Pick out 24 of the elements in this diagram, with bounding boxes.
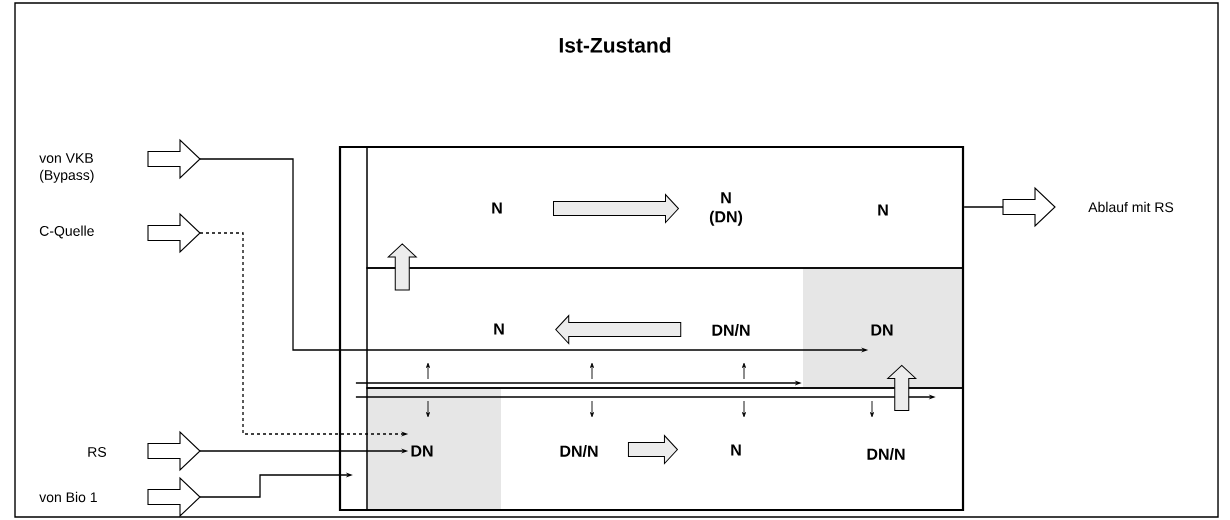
zone-label: N [731,444,741,456]
inlet-label: C-Quelle [39,212,201,254]
inlet-label: RS [88,430,201,472]
zone-label: DN [411,445,433,457]
zone-label: DN/N [867,448,905,460]
block-arrow [553,194,679,224]
title: Ist-Zustand [559,37,671,53]
zone-label: N [494,323,504,335]
zone-label: N [492,202,502,214]
block-arrow [627,435,678,465]
zone-label: N [878,204,888,216]
outlet-label: Ablauf mit RS [1002,186,1174,228]
block-arrow [887,365,917,411]
zone-label: DN [871,324,893,336]
tank-zone [366,387,964,511]
tank-zone [366,146,964,269]
block-arrow [555,315,682,345]
inlet-label: von VKB (Bypass) [39,138,201,183]
zone-label: N (DN) [709,192,743,226]
inlet-label: von Bio 1 [39,476,201,518]
zone-label: DN/N [712,324,750,336]
block-arrow [387,243,417,291]
tank-zone [366,267,964,389]
zone-label: DN/N [560,445,598,457]
